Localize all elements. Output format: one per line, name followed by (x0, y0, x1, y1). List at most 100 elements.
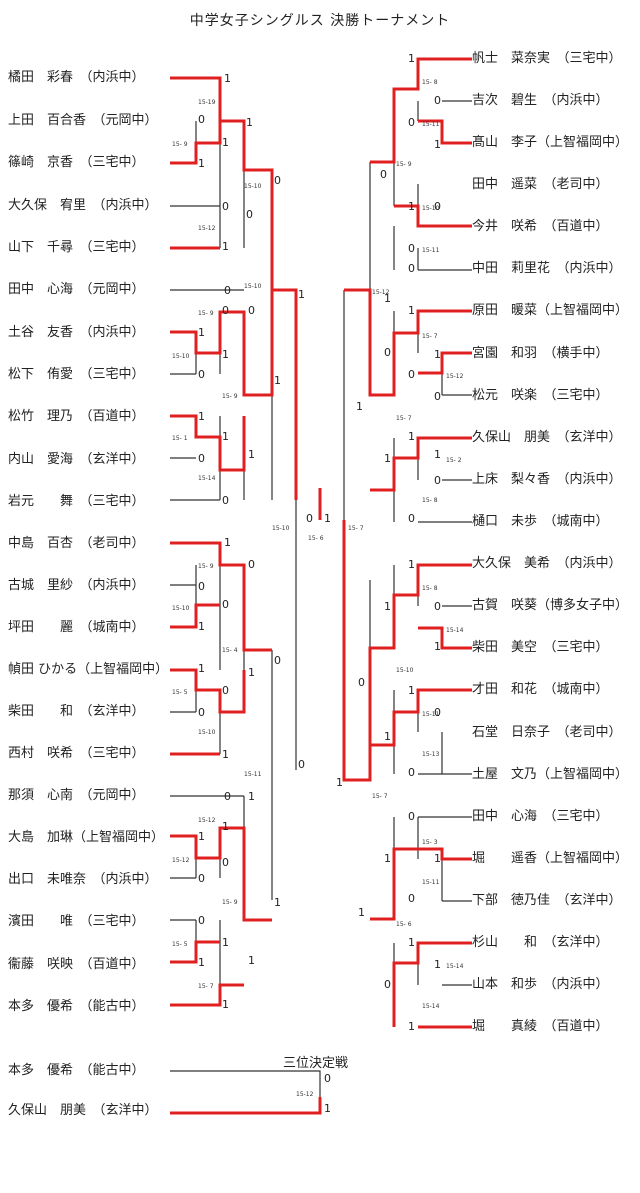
svg-text:0: 0 (274, 654, 281, 667)
svg-text:0: 0 (408, 892, 415, 905)
player-name: 出口 未唯奈 （内浜中） (8, 872, 158, 887)
svg-text:0: 0 (408, 368, 415, 381)
svg-text:15-10: 15-10 (396, 667, 414, 674)
player-name: 坪田 麗 （城南中） (8, 620, 145, 635)
player-name: 松元 咲楽 （三宅中） (472, 388, 609, 403)
svg-text:15- 5: 15- 5 (172, 941, 188, 948)
svg-text:15-11: 15-11 (422, 879, 440, 886)
svg-text:1: 1 (274, 374, 281, 387)
svg-text:0: 0 (408, 810, 415, 823)
svg-text:1: 1 (384, 452, 391, 465)
svg-text:1: 1 (434, 348, 441, 361)
svg-text:1: 1 (434, 448, 441, 461)
player-name: 大久保 美希 （内浜中） (472, 556, 622, 571)
svg-text:15-11: 15-11 (422, 711, 440, 718)
player-name: 今井 咲希 （百道中） (472, 219, 609, 234)
player-name: 大久保 宥里 （内浜中） (8, 198, 158, 213)
svg-text:15-12: 15-12 (372, 289, 390, 296)
svg-text:15- 9: 15- 9 (198, 310, 214, 317)
svg-text:0: 0 (248, 304, 255, 317)
svg-text:15- 6: 15- 6 (396, 921, 412, 928)
svg-text:0: 0 (384, 346, 391, 359)
svg-text:0: 0 (224, 790, 231, 803)
svg-text:1: 1 (198, 956, 205, 969)
player-name: 内山 愛海 （玄洋中） (8, 452, 145, 467)
svg-text:15-14: 15-14 (446, 627, 464, 634)
page-title: 中学女子シングルス 決勝トーナメント (189, 13, 451, 29)
svg-text:0: 0 (274, 174, 281, 187)
svg-text:0: 0 (434, 474, 441, 487)
svg-text:1: 1 (384, 600, 391, 613)
svg-text:15- 9: 15- 9 (222, 899, 238, 906)
player-name: 田中 心海 （三宅中） (472, 809, 609, 824)
svg-text:0: 0 (198, 706, 205, 719)
player-name: 濱田 唯 （三宅中） (8, 914, 145, 929)
svg-text:1: 1 (224, 72, 231, 85)
svg-text:15-10: 15-10 (172, 353, 190, 360)
svg-text:0: 0 (434, 94, 441, 107)
svg-text:1: 1 (198, 326, 205, 339)
third-place-title: 三位決定戦 (283, 1056, 349, 1071)
player-name: 久保山 朋美 （玄洋中） (472, 430, 622, 445)
svg-text:0: 0 (222, 684, 229, 697)
svg-text:15- 7: 15- 7 (198, 983, 214, 990)
svg-text:1: 1 (408, 304, 415, 317)
player-name: 本多 優希 （能古中） (8, 1063, 145, 1078)
svg-text:1: 1 (434, 138, 441, 151)
svg-text:0: 0 (198, 580, 205, 593)
svg-text:15-14: 15-14 (198, 475, 216, 482)
svg-text:15-14: 15-14 (446, 963, 464, 970)
svg-text:0: 0 (222, 598, 229, 611)
svg-text:15-12: 15-12 (198, 817, 216, 824)
svg-text:1: 1 (198, 662, 205, 675)
svg-text:0: 0 (408, 262, 415, 275)
svg-text:1: 1 (324, 1102, 331, 1115)
svg-text:1: 1 (248, 954, 255, 967)
svg-text:15- 7: 15- 7 (396, 415, 412, 422)
player-name: 山本 和歩 （内浜中） (472, 977, 609, 992)
svg-text:15- 9: 15- 9 (396, 161, 412, 168)
svg-text:1: 1 (246, 116, 253, 129)
player-name: 久保山 朋美 （玄洋中） (8, 1103, 158, 1118)
svg-text:15-19: 15-19 (198, 99, 216, 106)
svg-text:15-12: 15-12 (172, 857, 190, 864)
svg-text:15- 9: 15- 9 (222, 393, 238, 400)
svg-text:0: 0 (384, 978, 391, 991)
svg-text:1: 1 (434, 958, 441, 971)
player-name: 田中 心海 （元岡中） (8, 282, 145, 297)
player-name: 上床 梨々香 （内浜中） (472, 472, 622, 487)
svg-text:1: 1 (336, 776, 343, 789)
svg-text:1: 1 (434, 852, 441, 865)
svg-text:1: 1 (224, 536, 231, 549)
player-name: 中田 莉里花 （内浜中） (472, 261, 622, 276)
svg-text:1: 1 (324, 512, 331, 525)
svg-text:15- 8: 15- 8 (422, 585, 438, 592)
svg-text:15- 1: 15- 1 (172, 435, 188, 442)
svg-text:15-10: 15-10 (198, 729, 216, 736)
svg-text:1: 1 (384, 730, 391, 743)
player-name: 岩元 舞 （三宅中） (8, 494, 145, 509)
player-name: 才田 和花 （城南中） (472, 682, 609, 697)
svg-text:0: 0 (198, 452, 205, 465)
winner-path (170, 57, 472, 1115)
player-name: 吉次 碧生 （内浜中） (472, 93, 609, 108)
svg-text:0: 0 (198, 113, 205, 126)
svg-text:0: 0 (434, 600, 441, 613)
svg-text:15- 2: 15- 2 (446, 457, 462, 464)
svg-text:15- 7: 15- 7 (348, 525, 364, 532)
svg-text:0: 0 (222, 856, 229, 869)
svg-text:1: 1 (408, 558, 415, 571)
svg-text:15-13: 15-13 (422, 751, 440, 758)
player-name: 大島 加琳（上智福岡中） (8, 830, 165, 845)
svg-text:15- 9: 15- 9 (198, 563, 214, 570)
svg-text:0: 0 (306, 512, 313, 525)
svg-text:15- 3: 15- 3 (422, 839, 438, 846)
svg-text:15-10: 15-10 (244, 183, 262, 190)
player-name: 古賀 咲葵（博多女子中） (472, 598, 629, 613)
svg-text:0: 0 (434, 390, 441, 403)
svg-text:0: 0 (380, 168, 387, 181)
svg-text:1: 1 (408, 52, 415, 65)
svg-text:15-12: 15-12 (296, 1091, 314, 1098)
svg-text:1: 1 (408, 200, 415, 213)
